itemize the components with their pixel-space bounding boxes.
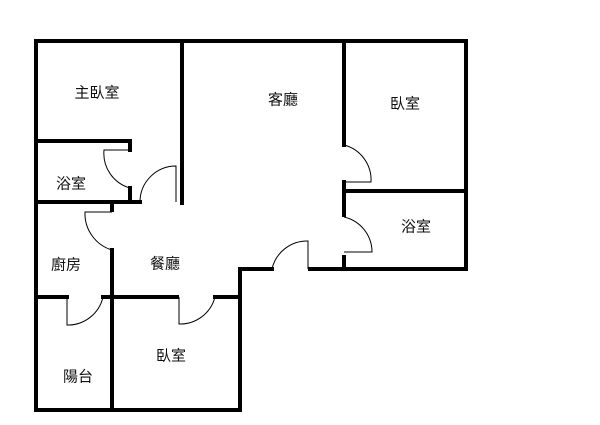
walls xyxy=(34,39,468,412)
door-kitchen xyxy=(84,211,113,251)
door-bedroom-ne xyxy=(343,144,372,183)
room-label-master-bedroom: 主臥室 xyxy=(74,83,120,102)
room-label-living-room: 客廳 xyxy=(267,90,299,109)
room-label-bath-master: 浴室 xyxy=(55,174,87,193)
door-master-bath xyxy=(103,149,131,189)
room-label-bedroom-s: 臥室 xyxy=(155,346,187,365)
doors xyxy=(66,144,373,326)
wall-living-bedroom xyxy=(342,39,468,271)
outer-wall xyxy=(34,39,468,412)
door-balcony xyxy=(66,296,104,326)
room-label-bath-east: 浴室 xyxy=(400,217,432,236)
room-label-bedroom-ne: 臥室 xyxy=(389,94,421,113)
door-master-bedroom xyxy=(139,165,177,203)
room-label-kitchen: 廚房 xyxy=(50,255,82,274)
door-entrance xyxy=(271,240,309,270)
door-bath-east xyxy=(343,216,373,253)
room-label-dining-room: 餐廳 xyxy=(149,254,181,273)
room-label-balcony: 陽台 xyxy=(62,367,94,386)
door-bedroom-s xyxy=(178,296,216,325)
wall-master-bath-top xyxy=(34,139,132,204)
